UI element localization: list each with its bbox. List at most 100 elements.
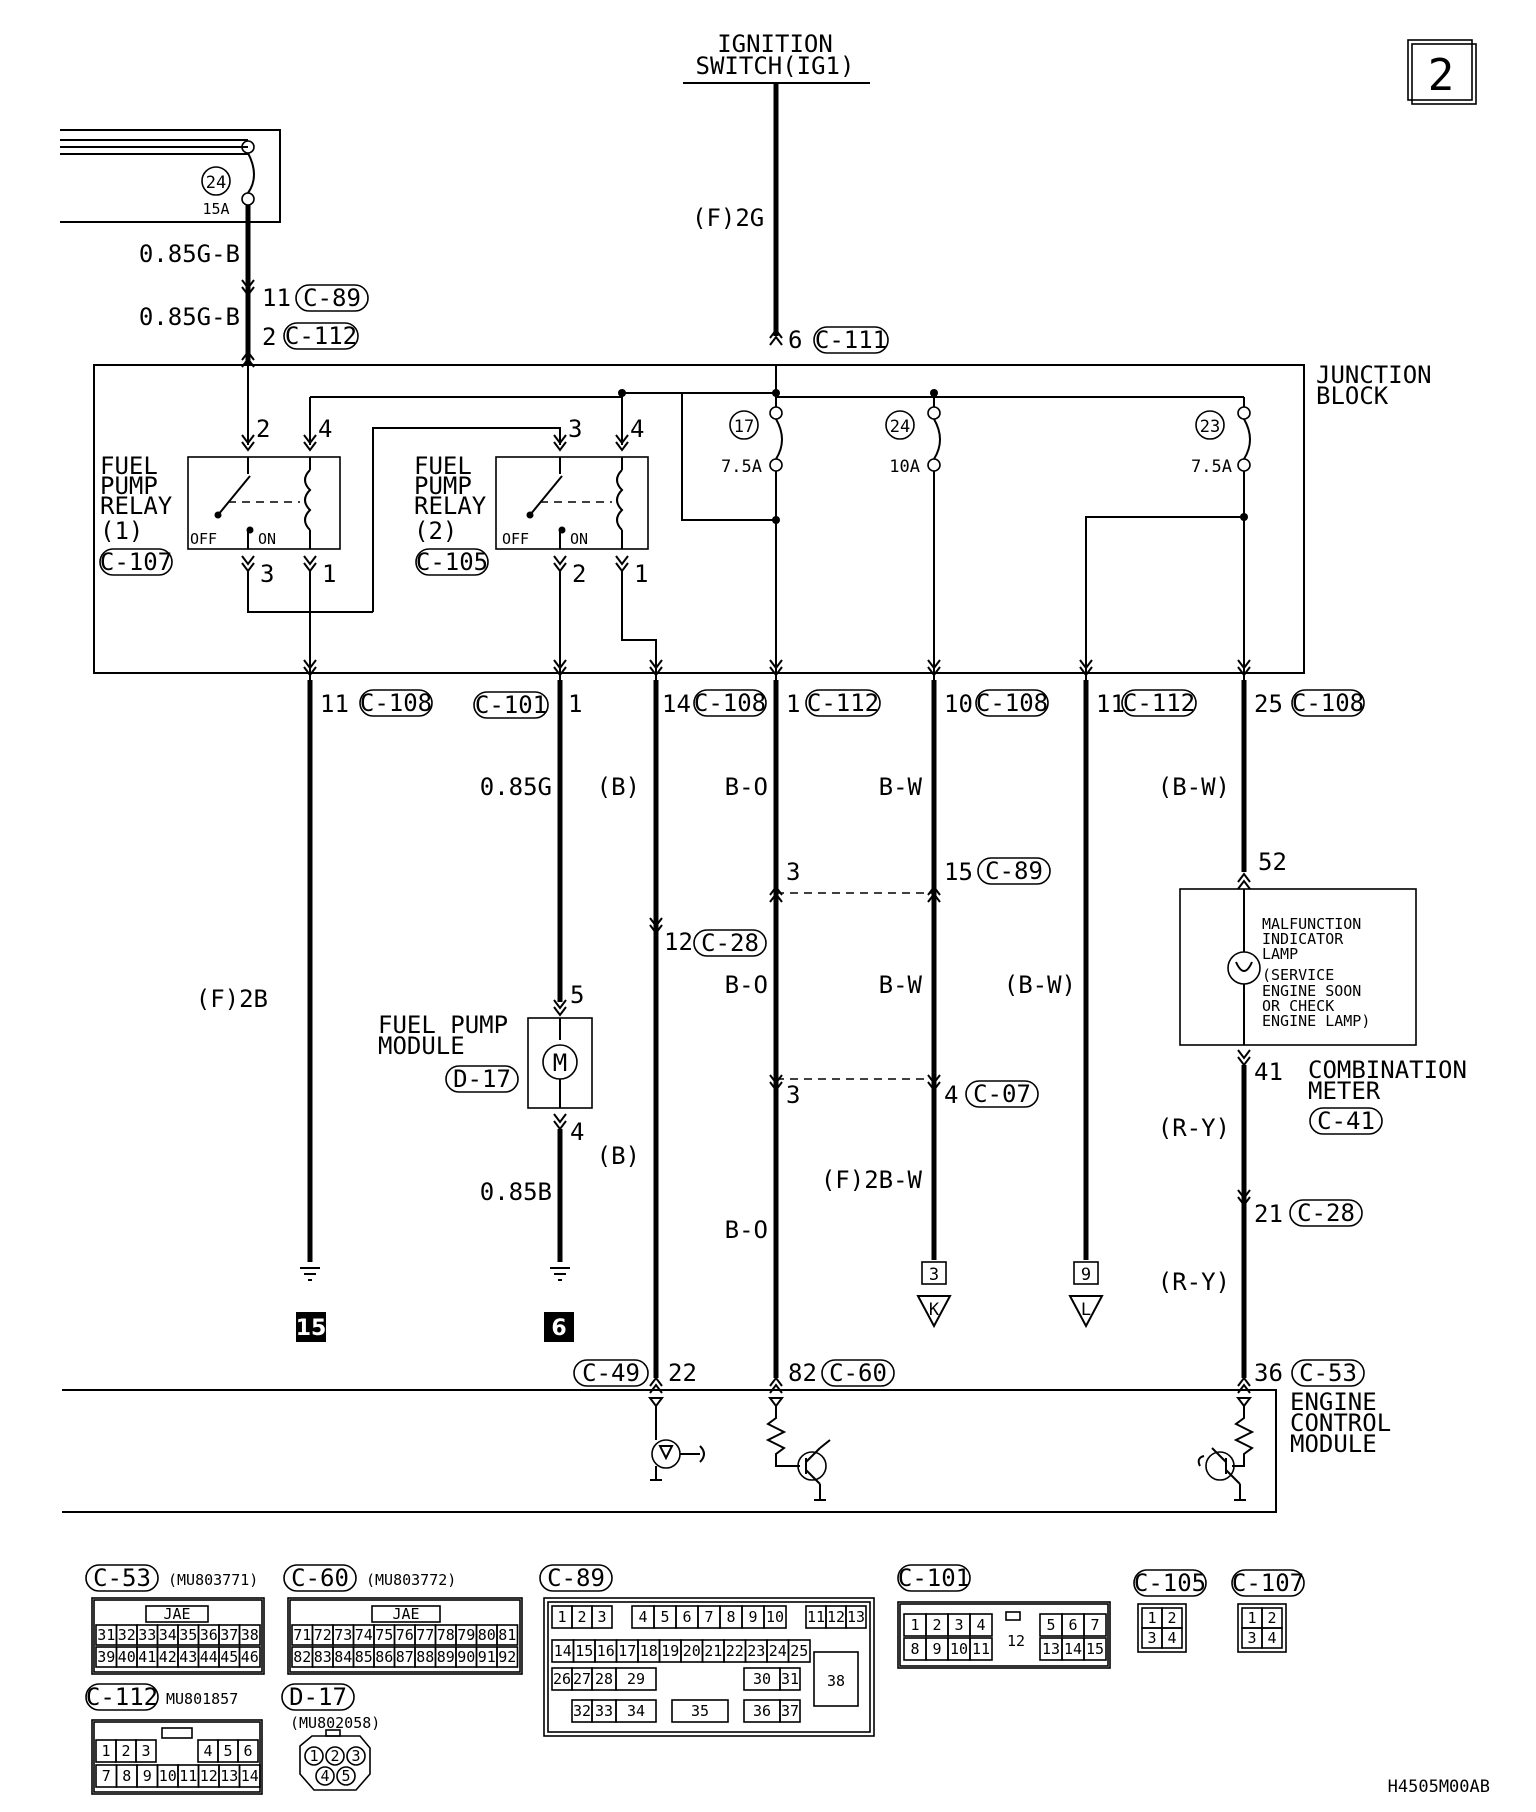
connector-pin: 36 [753,1702,771,1720]
fuel-pump-module-connector: D-17 [453,1065,511,1093]
relay1-label-1: FUEL [100,452,158,480]
connector-pin: 13 [1042,1640,1060,1658]
connector-pin: 35 [691,1702,709,1720]
connector-pin: 41 [138,1648,156,1666]
connector-view-pin: 38 [827,1672,845,1690]
offpage-letter: K [929,1300,940,1320]
connector-pin: 10 [950,1640,968,1658]
connector-view-name: C-107 [1232,1569,1304,1597]
fuse-amp: 15A [202,200,229,218]
connector-pin: 89 [437,1648,455,1666]
connector-view-name: C-53 [93,1564,151,1592]
connector-pin: 4 [638,1608,647,1626]
pin-label: 22 [668,1359,697,1387]
connector-pin: 46 [241,1648,259,1666]
page-badge: 2 [1428,50,1455,101]
connector-pin: 8 [910,1640,919,1658]
connector-pin-cell [135,1739,157,1763]
connector-pin: 5 [660,1608,669,1626]
connector-pin: 83 [314,1648,332,1666]
connector-label: C-28 [701,929,759,957]
fuse-box-outline [60,129,281,223]
diagram-code: H4505M00AB [1388,1777,1490,1797]
connector-pin: 7 [1090,1616,1099,1634]
connector-pin: 71 [293,1626,311,1644]
connector-pin: 2 [1167,1609,1176,1627]
relay2-label-4: (2) [414,517,457,545]
ignition-wire-label: (F)2G [692,204,764,232]
relay2-label-3: RELAY [414,492,487,520]
connector-pin: 76 [396,1626,414,1644]
ecm-label-2: CONTROL [1290,1409,1391,1437]
connector-pin: 85 [355,1648,373,1666]
connector-pin: 7 [704,1608,713,1626]
motor-symbol: M [553,1049,567,1077]
connector-pin-cell [615,1699,657,1723]
connector-pin: 9 [748,1608,757,1626]
connector-pin-cell [238,1764,261,1788]
connector-label: C-53 [1299,1359,1357,1387]
ecm-input-22 [648,1397,705,1481]
wire-label: (R-Y) [1158,1268,1230,1296]
connector-label: C-89 [303,284,361,312]
pin-label: 4 [318,415,332,443]
connector-pin-ring [346,1746,366,1766]
connector-pin: 1 [910,1616,919,1634]
connector-pin: 3 [954,1616,963,1634]
wire-label: (B-W) [1004,971,1076,999]
connector-pin: 73 [334,1626,352,1644]
fuel-pump-module-label-1: FUEL PUMP [378,1011,508,1039]
connector-pin: 1 [557,1608,566,1626]
fuse-num: 23 [1200,417,1220,437]
pin-label: 12 [664,928,693,956]
pin-label: 3 [786,1081,800,1109]
pin-label: 15 [944,858,973,886]
combination-meter-label-2: METER [1308,1077,1381,1105]
connector-pin: 26 [553,1670,571,1688]
pin-label: 3 [260,560,274,588]
connector-pin: 9 [932,1640,941,1658]
offpage-num: 9 [1081,1265,1091,1285]
fuse-24-badge [201,166,231,196]
connector-pin: 3 [597,1608,606,1626]
connector-pin: 35 [179,1626,197,1644]
connector-pin: 32 [118,1626,136,1644]
connector-pin: 11 [179,1767,197,1785]
connector-label: C-112 [1123,689,1195,717]
connector-pin: 84 [334,1648,352,1666]
pin-label: 52 [1258,848,1287,876]
wire-label: (B-W) [1158,773,1230,801]
junction-block-label-1: JUNCTION [1316,361,1432,389]
relay1-label-3: RELAY [100,492,173,520]
offpage-connector-l: 9 L [1068,1261,1104,1329]
connector-pin: 22 [726,1642,744,1660]
connector-pin: 1 [1147,1609,1156,1627]
connector-label: C-112 [807,689,879,717]
wire-085gb-2: 0.85G-B [139,303,240,331]
connector-label: C-111 [815,326,887,354]
connector-pin: 40 [118,1648,136,1666]
connector-pin: 13 [220,1767,238,1785]
relay1-connector: C-107 [100,548,172,576]
relay1-on: ON [258,530,276,548]
pin-label: 41 [1254,1058,1283,1086]
connector-pin: 2 [577,1608,586,1626]
mil-label-5: ENGINE SOON [1262,982,1361,1000]
connector-pin: 20 [683,1642,701,1660]
ground-6-label: 6 [551,1316,566,1341]
connector-view-name: C-105 [1134,1569,1206,1597]
wire-label: (B) [597,1142,640,1170]
connector-pin: 4 [976,1616,985,1634]
ecm-output-82 [765,1397,831,1501]
wire-label: B-W [879,971,923,999]
connector-label: C-101 [475,691,547,719]
relay2-on: ON [570,530,588,548]
ecm-label-1: ENGINE [1290,1388,1377,1416]
connector-pin-cell [763,1605,787,1629]
pin-label: 21 [1254,1200,1283,1228]
connector-pin: 7 [102,1767,111,1785]
mil-label-2: INDICATOR [1262,930,1344,948]
